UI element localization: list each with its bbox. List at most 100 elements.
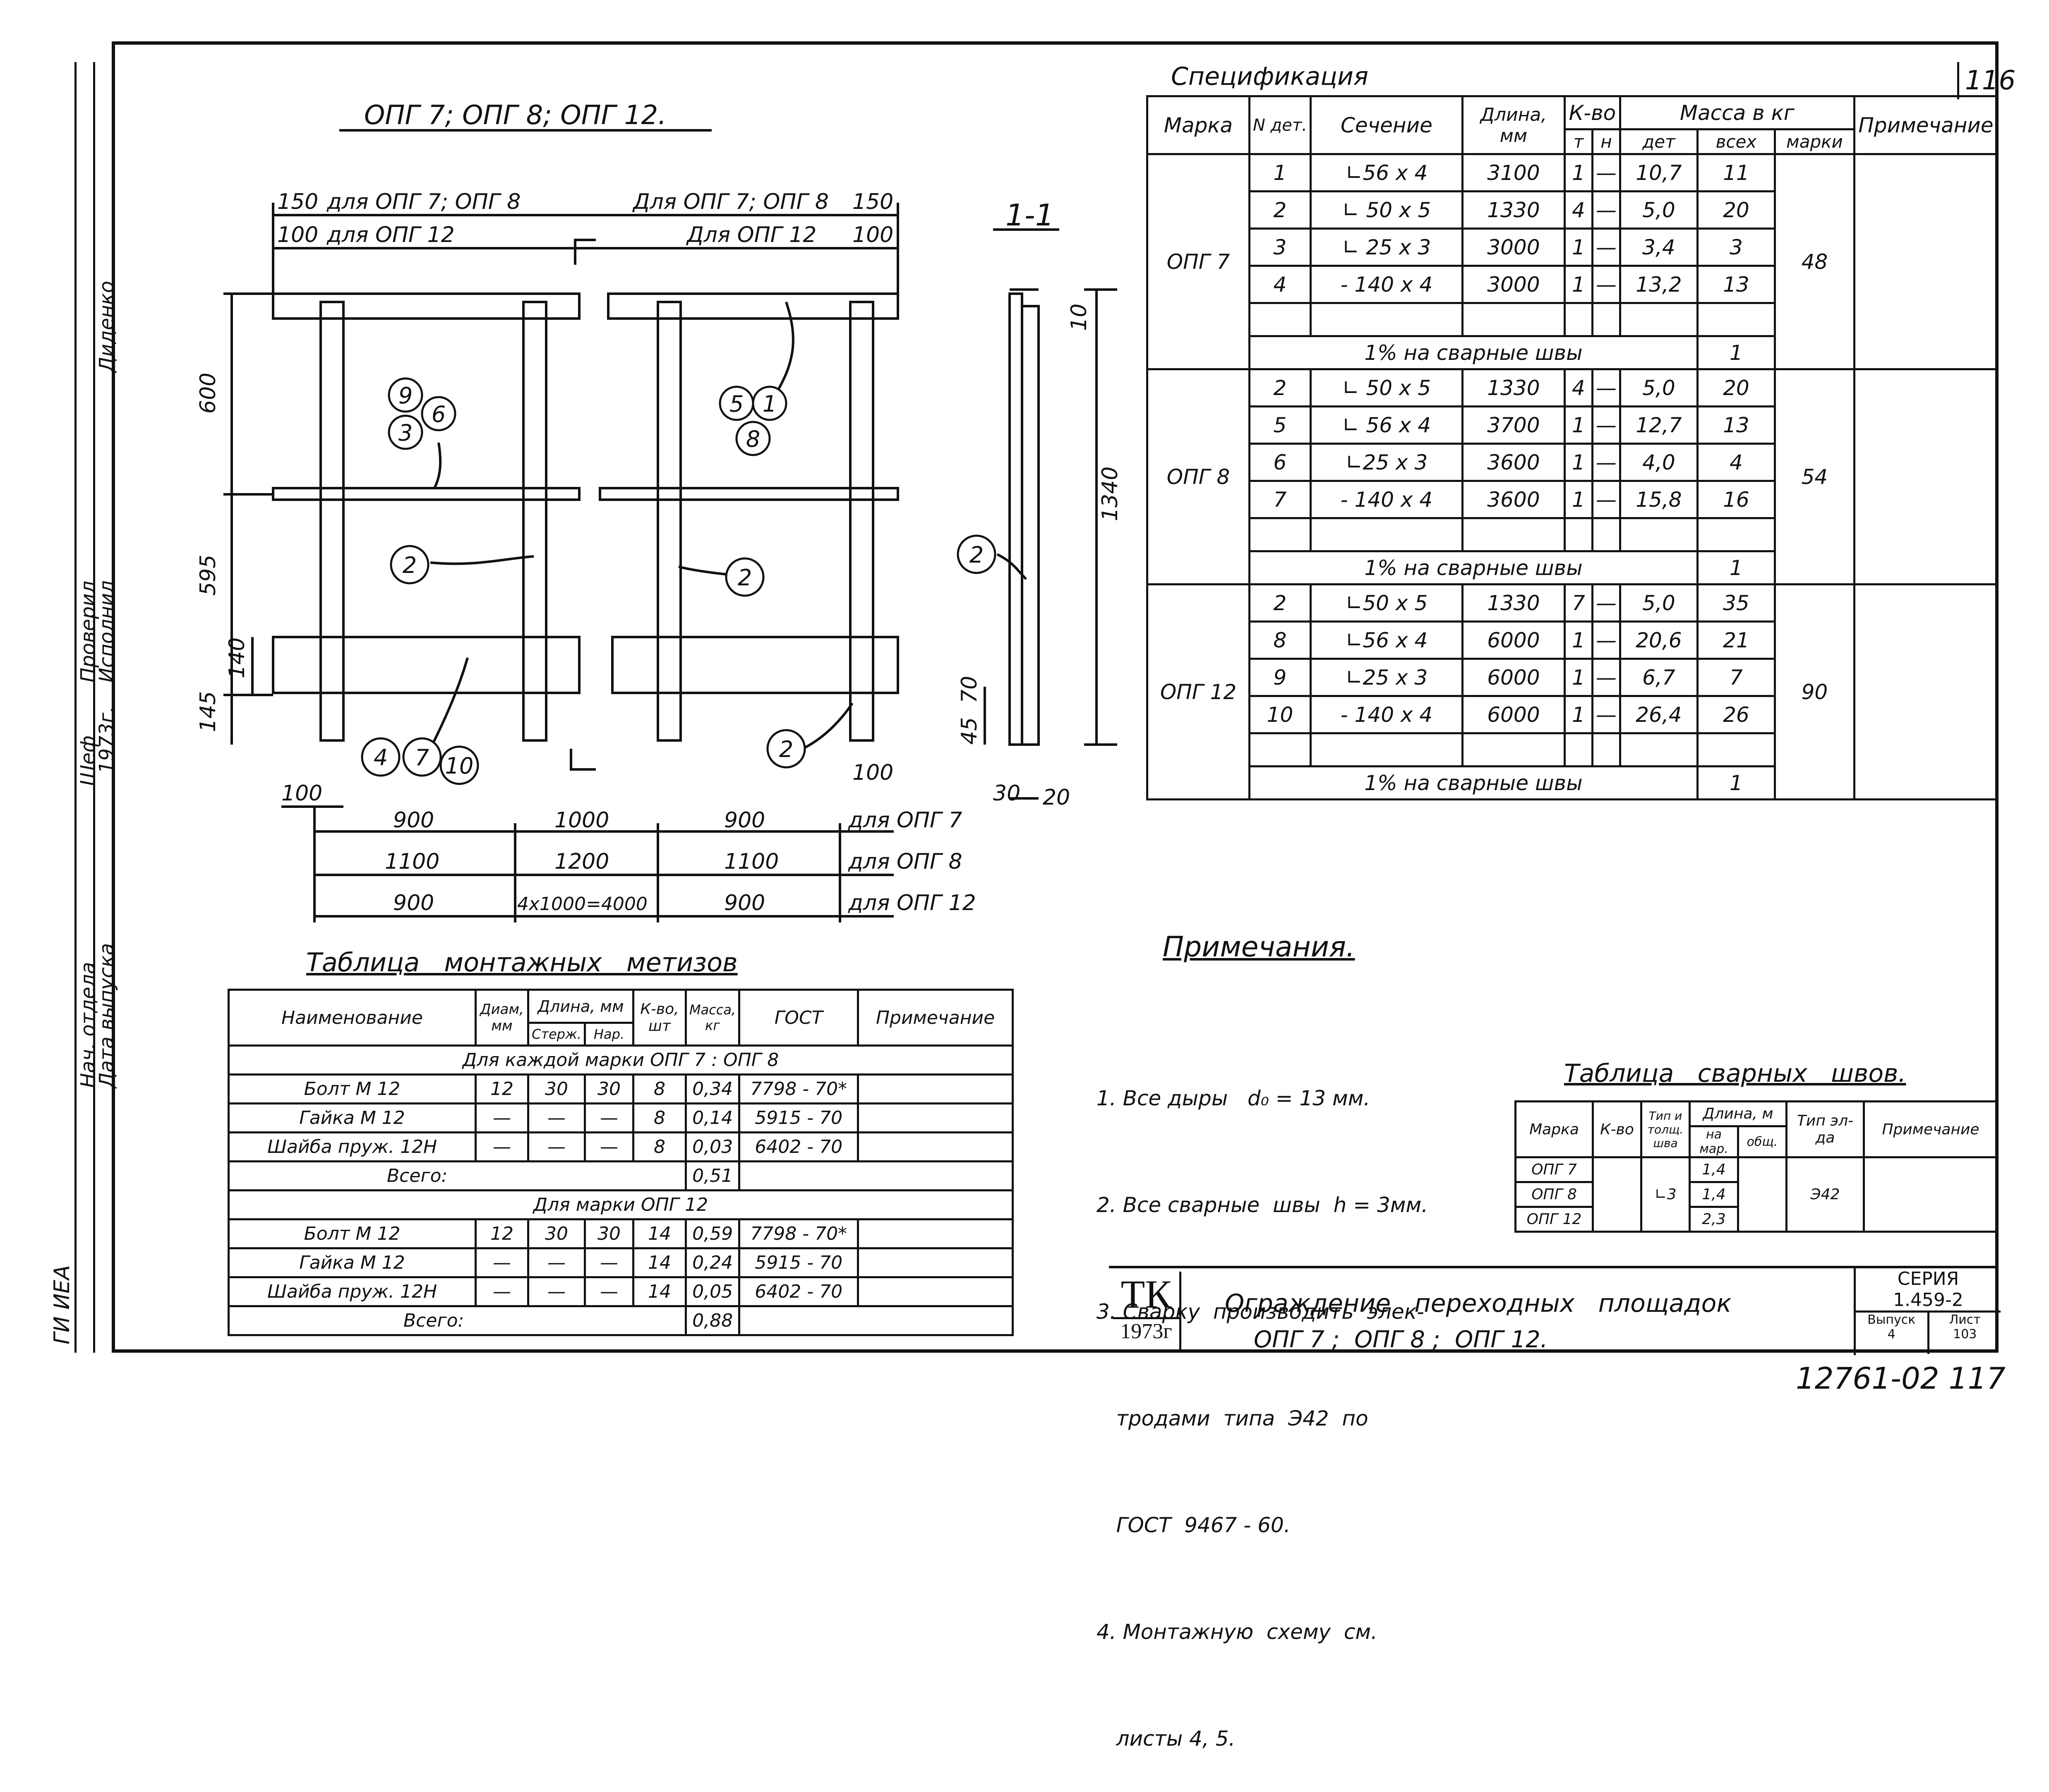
tk-year: 1973г — [1113, 1317, 1179, 1344]
spec-cell: 1 — [1563, 265, 1593, 304]
spec-g0-weld: 1% на сварные швы — [1248, 335, 1699, 370]
dim-top-right-text1: Для ОПГ 7; ОПГ 8 — [632, 189, 829, 214]
spec-cell: — — [1591, 583, 1621, 623]
spec-cell: 4 — [1563, 190, 1593, 230]
welds-table: Марка К-во Тип и толщ. шва Длина, м Тип … — [1514, 1100, 1999, 1233]
spec-g2-mark: ОПГ 12 — [1146, 583, 1250, 800]
fast-cell: 7798 - 70* — [738, 1218, 859, 1249]
fast-cell: 30 — [527, 1073, 586, 1104]
fast-cell: 12 — [475, 1073, 529, 1104]
dim-145: 145 — [196, 691, 221, 732]
fence-drawing: 9 6 3 5 1 8 2 2 2 2 4 7 10 ОПГ 7; ОПГ 8;… — [196, 100, 1123, 922]
fast-cell: Болт М 12 — [228, 1218, 477, 1249]
fast-cell: — — [527, 1102, 586, 1133]
spec-cell: 11 — [1696, 153, 1776, 192]
fast-cell: 14 — [632, 1247, 687, 1278]
spec-g0-total: 48 — [1773, 153, 1855, 370]
welds-title: Таблица сварных швов. — [1564, 1059, 1906, 1088]
fast-cell: — — [527, 1276, 586, 1307]
weld-row-mark: ОПГ 7 — [1514, 1156, 1594, 1183]
spec-cell: 20 — [1696, 368, 1776, 407]
fast-cell: 14 — [632, 1218, 687, 1249]
spec-h-t: т — [1563, 128, 1593, 155]
dim-top-right-100: 100 — [852, 223, 893, 247]
footer-stamp: 12761-02 117 — [1796, 1361, 2006, 1396]
spec-cell: ∟ 25 х 3 — [1309, 228, 1464, 267]
spec-h-ndet: N дет. — [1248, 95, 1312, 155]
spec-cell: 6000 — [1461, 658, 1566, 697]
fast-h-nar: Нар. — [583, 1022, 634, 1047]
spec-cell: — — [1591, 695, 1621, 734]
spec-g2-weld: 1% на сварные швы — [1248, 765, 1699, 800]
spec-cell: 1 — [1563, 658, 1593, 697]
fast-total1: 0,51 — [684, 1160, 741, 1191]
spec-cell: 10,7 — [1619, 153, 1699, 192]
spec-cell: 1 — [1563, 443, 1593, 482]
fast-cell: 6402 - 70 — [738, 1276, 859, 1307]
fast-cell: 12 — [475, 1218, 529, 1249]
fast-cell: 0,59 — [684, 1218, 741, 1249]
spec-cell: ∟50 х 5 — [1309, 583, 1464, 623]
fast-total2-label: Всего: — [228, 1305, 687, 1336]
note-1: 1. Все дыры d₀ = 13 мм. — [1096, 1086, 1370, 1110]
dim-140: 140 — [225, 637, 250, 678]
spec-h-sechenie: Сечение — [1309, 95, 1464, 155]
dim-row1-c: 900 — [724, 808, 765, 833]
spec-cell: 3,4 — [1619, 228, 1699, 267]
dim-row1-b: 1000 — [554, 808, 609, 833]
note-3: 3. Сварку производить элек- — [1096, 1300, 1424, 1324]
callout-3: 3 — [398, 420, 413, 446]
title-line1: Ограждение переходных площадок — [1225, 1289, 1732, 1318]
spec-cell: 2 — [1248, 583, 1312, 623]
section-dim-10: 10 — [1067, 304, 1092, 331]
spec-cell: 6,7 — [1619, 658, 1699, 697]
spec-cell: 1330 — [1461, 583, 1566, 623]
spec-cell: 6000 — [1461, 695, 1566, 734]
spec-cell: 20 — [1696, 190, 1776, 230]
spec-cell: 15,8 — [1619, 480, 1699, 519]
spec-cell: 1 — [1563, 695, 1593, 734]
note-3b: тродами типа Э42 по — [1096, 1406, 1368, 1430]
dim-top-left-text2: для ОПГ 12 — [326, 223, 455, 247]
callout-7: 7 — [415, 745, 429, 771]
callout-4: 4 — [374, 745, 388, 771]
spec-cell: 26 — [1696, 695, 1776, 734]
dim-row1-d: для ОПГ 7 — [848, 808, 962, 833]
spec-cell: 4 — [1563, 368, 1593, 407]
spec-table: Марка N дет. Сечение Длина, мм К-во Масс… — [1146, 95, 1999, 800]
spec-g1-prim — [1853, 368, 1999, 585]
spec-g1-total: 54 — [1773, 368, 1855, 585]
fast-cell: Гайка М 12 — [228, 1102, 477, 1133]
fast-cell: Шайба пруж. 12Н — [228, 1276, 477, 1307]
spec-cell: - 140 х 4 — [1309, 695, 1464, 734]
section-dim-1340: 1340 — [1098, 467, 1123, 521]
spec-cell: ∟ 50 х 5 — [1309, 368, 1464, 407]
spec-g1-weld-value: 1 — [1696, 550, 1776, 585]
callout-1: 1 — [763, 391, 777, 417]
dim-row3-a: 900 — [393, 891, 434, 915]
dim-row3-c: 900 — [724, 891, 765, 915]
series-label: СЕРИЯ — [1897, 1268, 1959, 1289]
fast-group1: Для каждой марки ОПГ 7 : ОПГ 8 — [228, 1045, 1014, 1075]
spec-cell: ∟56 х 4 — [1309, 153, 1464, 192]
notes-list: 1. Все дыры d₀ = 13 мм. 2. Все сварные ш… — [1096, 1009, 1428, 1792]
fast-cell: — — [583, 1247, 634, 1278]
callout-2d: 2 — [969, 542, 984, 568]
dim-top-left-text1: для ОПГ 7; ОПГ 8 — [326, 189, 521, 214]
spec-cell: — — [1591, 153, 1621, 192]
spec-cell: 12,7 — [1619, 405, 1699, 445]
spec-cell: 4 — [1248, 265, 1312, 304]
side-stamp: ГИ ИЕА Нач. отдела Дата выпуска Шеф Пров… — [50, 62, 118, 1353]
spec-h-dlina: Длина, мм — [1461, 95, 1566, 155]
callout-6: 6 — [432, 401, 446, 427]
fast-total2: 0,88 — [684, 1305, 741, 1336]
tk-stamp: ТК 1973г — [1113, 1272, 1181, 1350]
fast-cell: — — [527, 1131, 586, 1162]
spec-cell: 1 — [1563, 228, 1593, 267]
dim-top-right-150: 150 — [852, 189, 893, 214]
spec-cell: — — [1591, 190, 1621, 230]
spec-g0-prim — [1853, 153, 1999, 370]
spec-cell: 3000 — [1461, 228, 1566, 267]
weld-row-mark: ОПГ 12 — [1514, 1206, 1594, 1233]
weld-row-len: 1,4 — [1689, 1181, 1739, 1208]
